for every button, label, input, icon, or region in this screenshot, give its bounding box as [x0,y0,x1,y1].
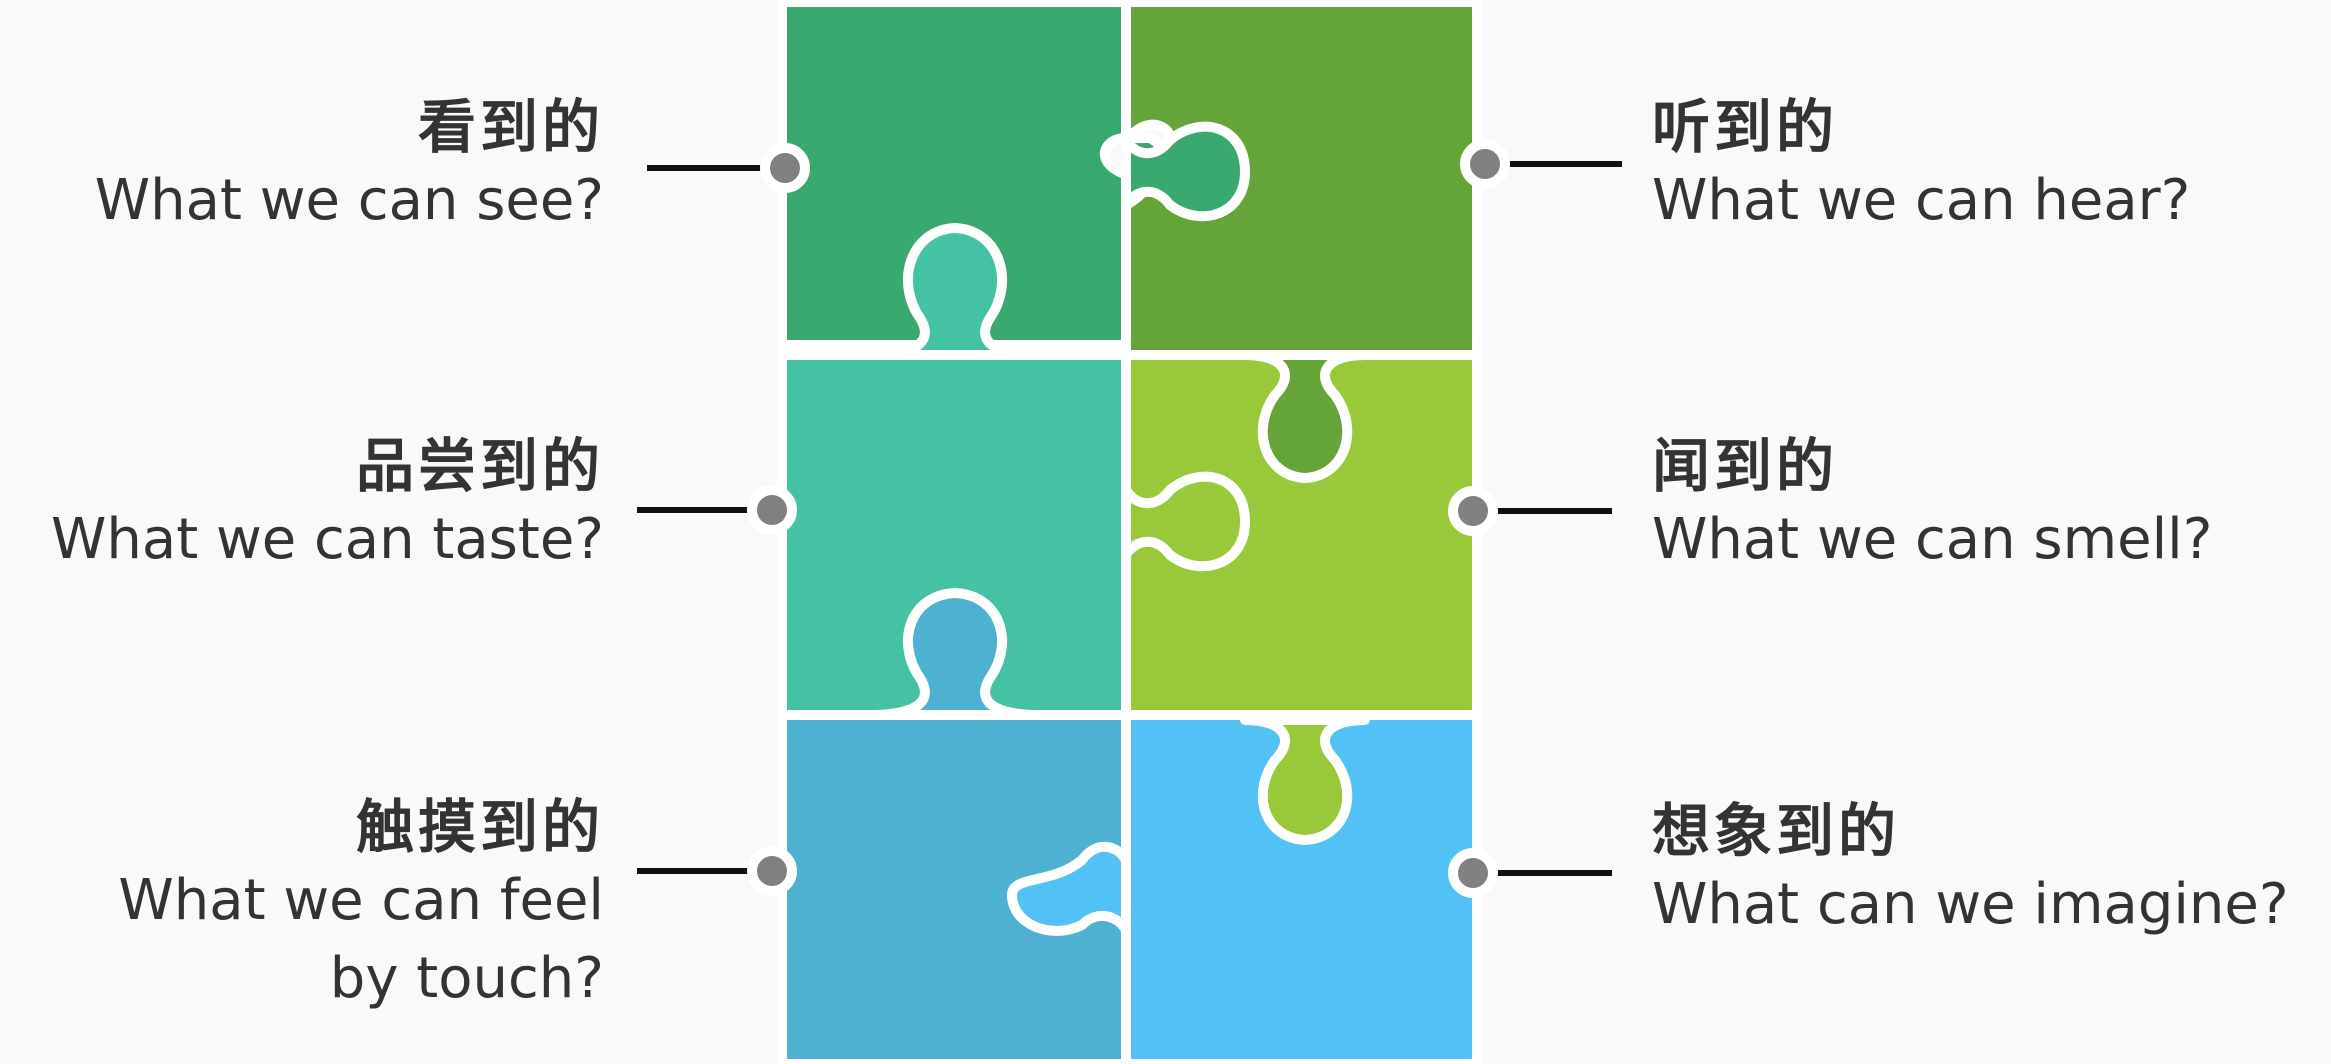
label-taste-zh: 品尝到的 [355,432,604,500]
label-hear-zh: 听到的 [1652,93,1839,161]
label-taste-en: What we can taste? [51,507,604,572]
label-smell-en: What we can smell? [1652,507,2213,572]
connectors [637,139,1622,898]
connector-dot-see [760,143,810,193]
tab-smell-to-taste [1121,471,1250,572]
label-hear: 听到的 What we can hear? [1652,92,2190,240]
tab-imagine-to-touch [1007,841,1131,936]
label-see-zh: 看到的 [417,93,604,161]
label-taste: 品尝到的 What we can taste? [51,431,604,579]
connector-dot-imagine [1448,848,1498,898]
tab-taste-to-touch [865,588,1045,720]
connector-dot-smell [1448,486,1498,536]
label-hear-en: What we can hear? [1652,168,2191,233]
connector-dot-taste [747,485,797,535]
connector-dot-hear [1460,139,1510,189]
label-imagine-zh: 想象到的 [1652,797,1901,865]
tab-smell-to-imagine [1240,715,1370,845]
label-imagine: 想象到的 What can we imagine? [1652,796,2289,944]
label-touch-en: What we can feel by touch? [118,868,604,1011]
label-touch-zh: 触摸到的 [355,793,604,861]
label-smell: 闻到的 What we can smell? [1652,431,2212,579]
label-see-en: What we can see? [94,168,604,233]
tab-see-to-taste [865,223,1045,360]
tab-hear-to-smell [1240,350,1370,483]
tab-see-to-hear [1121,121,1250,222]
label-touch: 触摸到的 What we can feel by touch? [118,792,604,1018]
label-imagine-en: What can we imagine? [1652,872,2289,937]
label-smell-zh: 闻到的 [1652,432,1839,500]
connector-dot-touch [747,846,797,896]
label-see: 看到的 What we can see? [95,92,604,240]
puzzle-pieces [777,0,1482,1064]
